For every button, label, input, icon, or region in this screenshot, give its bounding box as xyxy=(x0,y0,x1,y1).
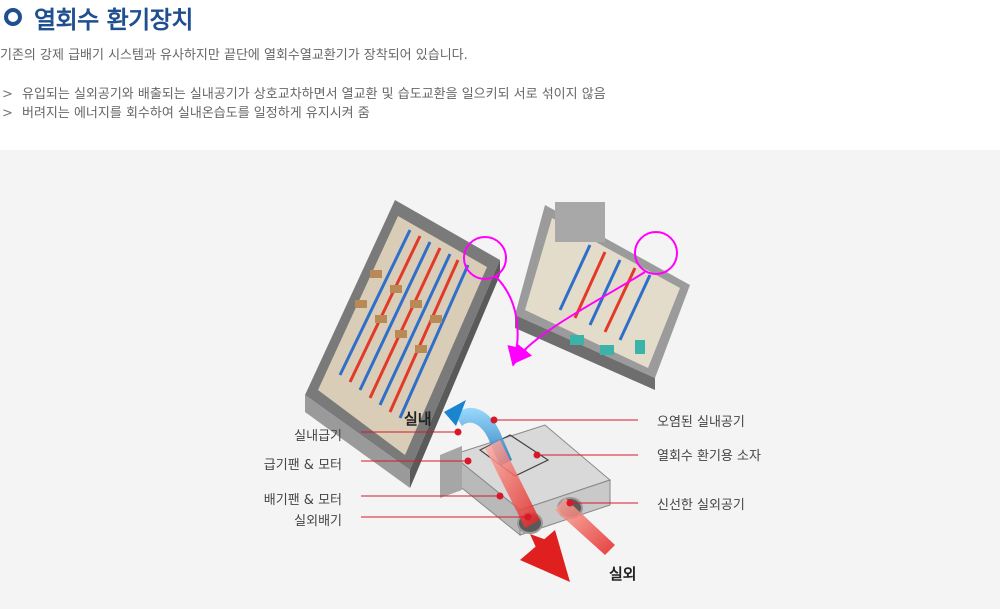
ventilation-diagram xyxy=(305,200,690,582)
circle-bullet-icon xyxy=(4,8,22,26)
supply-fan-label: 급기팬 & 모터 xyxy=(263,458,342,473)
chevron-right-icon: > xyxy=(2,106,13,121)
office-building-illustration xyxy=(305,200,500,488)
residential-building-illustration xyxy=(515,202,690,390)
leader-dots xyxy=(454,416,574,521)
exhaust-air-arrow xyxy=(485,440,615,582)
list-item: > 버려지는 에너지를 회수하여 실내온습도를 일정하게 유지시켜 줌 xyxy=(0,104,606,123)
exhaust-outdoor-label: 실외배기 xyxy=(294,514,342,529)
supply-indoor-label: 실내급기 xyxy=(294,429,342,444)
fresh-air-label: 신선한 실외공기 xyxy=(657,498,745,513)
list-item: > 유입되는 실외공기와 배출되는 실내공기가 상호교차하면서 열교환 및 습도… xyxy=(0,85,606,104)
bullet-text: 유입되는 실외공기와 배출되는 실내공기가 상호교차하면서 열교환 및 습도교환… xyxy=(22,87,606,102)
intro-text: 기존의 강제 급배기 시스템과 유사하지만 끝단에 열회수열교환기가 장착되어 … xyxy=(0,48,468,63)
chevron-right-icon: > xyxy=(2,87,13,102)
polluted-air-label: 오염된 실내공기 xyxy=(657,415,745,430)
leader-lines xyxy=(361,419,638,518)
exhaust-fan-label: 배기팬 & 모터 xyxy=(263,493,342,508)
bullet-text: 버려지는 에너지를 회수하여 실내온습도를 일정하게 유지시켜 줌 xyxy=(22,106,370,121)
indoor-label: 실내 xyxy=(404,410,432,428)
bullet-list: > 유입되는 실외공기와 배출되는 실내공기가 상호교차하면서 열교환 및 습도… xyxy=(0,85,606,123)
heat-element-label: 열회수 환기용 소자 xyxy=(657,449,761,464)
highlight-arrows xyxy=(463,231,678,367)
page-title: 열회수 환기장치 xyxy=(34,5,193,34)
diagram-panel: 실내 실외 실내급기 급기팬 & 모터 배기팬 & 모터 실외배기 오염된 실내… xyxy=(0,150,1000,609)
title-row: 열회수 환기장치 xyxy=(4,2,193,34)
outdoor-label: 실외 xyxy=(609,565,637,583)
